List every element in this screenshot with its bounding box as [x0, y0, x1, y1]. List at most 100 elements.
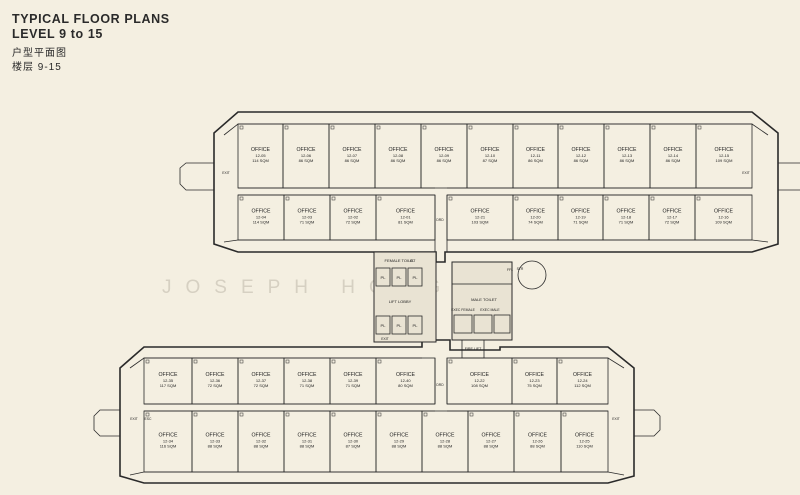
stair-label-core: STR [517, 267, 524, 271]
unit-area: 71 SQM [346, 383, 361, 388]
column-marker [239, 412, 244, 417]
column-marker [514, 125, 519, 130]
unit-label: OFFICE [526, 209, 546, 215]
column-marker [559, 196, 564, 201]
column-marker [377, 196, 382, 201]
column-marker [193, 359, 198, 364]
unit-area: 109 SQM [715, 220, 732, 225]
column-marker [377, 412, 382, 417]
exit-label-top-left: EXIT [222, 171, 230, 175]
unit-number: 12-01 [400, 215, 411, 220]
exit-label-bottom-right: EXIT [612, 417, 620, 421]
unit-number: 12-32 [256, 439, 267, 444]
unit-area: 116 SQM [160, 444, 177, 449]
plan-header: TYPICAL FLOOR PLANS LEVEL 9 to 15 户型平面图 … [12, 12, 170, 75]
unit-boundary [556, 357, 609, 405]
exit-label-core: EXIT [381, 337, 389, 341]
riser-label-bottom: DRD [436, 383, 444, 387]
lift-lobby-label: LIFT LOBBY [389, 299, 412, 304]
unit-area: 88 SQM [392, 444, 407, 449]
unit-number: 12-11 [531, 153, 542, 158]
unit-label: OFFICE [342, 147, 362, 153]
column-marker [696, 196, 701, 201]
unit-number: 12-15 [719, 153, 730, 158]
column-marker [514, 196, 519, 201]
unit-label: OFFICE [470, 372, 490, 378]
unit-number: 12-08 [393, 153, 404, 158]
exit-label-top-right: EXIT [742, 171, 750, 175]
unit-number: 12-02 [348, 215, 359, 220]
unit-number: 12-30 [348, 439, 359, 444]
unit-number: 12-20 [530, 215, 541, 220]
unit-area: 86 SQM [437, 158, 452, 163]
column-marker [697, 125, 702, 130]
unit-number: 12-09 [439, 153, 450, 158]
unit-boundary [375, 357, 436, 405]
corridor-lines-top [223, 123, 769, 262]
unit-area: 86 SQM [345, 158, 360, 163]
column-marker [562, 412, 567, 417]
unit-number: 12-33 [210, 439, 221, 444]
unit-label: OFFICE [343, 433, 363, 439]
fire-lift-label: FIRE LIFT [465, 347, 482, 351]
unit-area: 86 SQM [620, 158, 635, 163]
unit-area: 88 SQM [484, 444, 499, 449]
unit-number: 12-29 [394, 439, 405, 444]
unit-label: OFFICE [434, 147, 454, 153]
column-marker [285, 196, 290, 201]
unit-area: 72 SQM [665, 220, 680, 225]
cl-label: CL [410, 259, 414, 263]
unit-number: 12-34 [163, 439, 174, 444]
corridor-lines-bottom [129, 357, 625, 476]
unit-area: 75 SQM [527, 383, 542, 388]
unit-number: 12-40 [400, 378, 411, 383]
unit-boundary [695, 123, 753, 189]
unit-label: OFFICE [573, 372, 593, 378]
exec-female-label: EXEC FEMALE [451, 308, 475, 312]
unit-area: 72 SQM [254, 383, 269, 388]
column-marker [285, 412, 290, 417]
unit-area: 86 SQM [666, 158, 681, 163]
column-marker [651, 125, 656, 130]
unit-area: 86 SQM [299, 158, 314, 163]
unit-label: OFFICE [616, 209, 636, 215]
unit-number: 12-39 [348, 378, 359, 383]
unit-label: OFFICE [528, 433, 548, 439]
esc-label-bottom: ESC [145, 417, 153, 421]
unit-label: OFFICE [297, 433, 317, 439]
unit-number: 12-12 [576, 153, 587, 158]
unit-label: OFFICE [662, 209, 682, 215]
exec-male-label: EXEC MALE [480, 308, 500, 312]
pl-label-4: PL [381, 323, 387, 328]
unit-area: 72 SQM [208, 383, 223, 388]
unit-label: OFFICE [714, 147, 734, 153]
unit-area: 81 SQM [398, 220, 413, 225]
unit-label: OFFICE [525, 372, 545, 378]
unit-area: 71 SQM [300, 220, 315, 225]
ffl-label: FFL [507, 268, 513, 272]
column-marker [604, 196, 609, 201]
column-marker [422, 125, 427, 130]
unit-label: OFFICE [388, 147, 408, 153]
column-marker [515, 412, 520, 417]
unit-label: OFFICE [480, 147, 500, 153]
